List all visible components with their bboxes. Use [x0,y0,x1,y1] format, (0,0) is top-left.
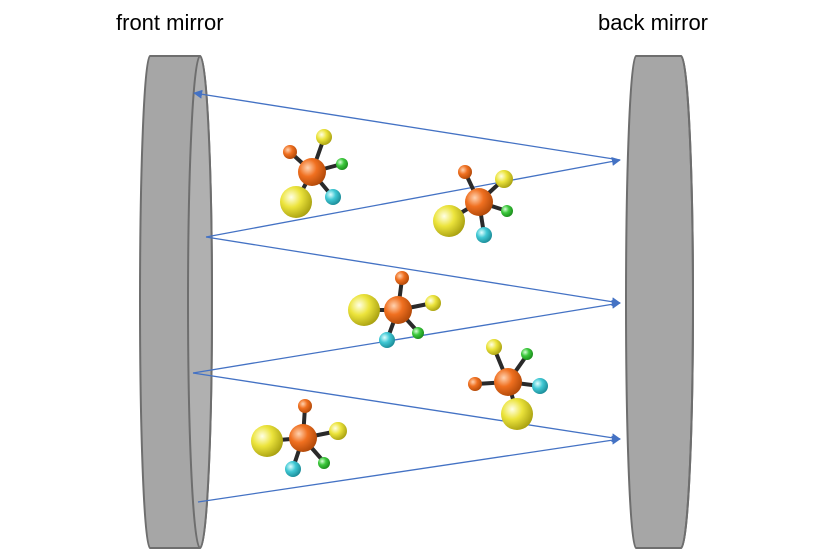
beam-segment [193,89,621,161]
molecule-icon [468,339,548,430]
molecule-icon [251,399,347,477]
beam-segment [197,435,621,503]
front-mirror-label: front mirror [116,10,224,35]
back-mirror [625,55,694,549]
molecule-icon [280,129,348,218]
front-mirror [139,55,213,549]
molecule-icon [348,271,441,348]
molecule-icon [433,165,513,243]
beam-segment [192,299,621,374]
beam-segment [192,372,621,443]
beam-segment [205,236,621,307]
beam-segment [205,157,621,238]
beam-path [192,89,621,503]
back-mirror-label: back mirror [598,10,709,35]
